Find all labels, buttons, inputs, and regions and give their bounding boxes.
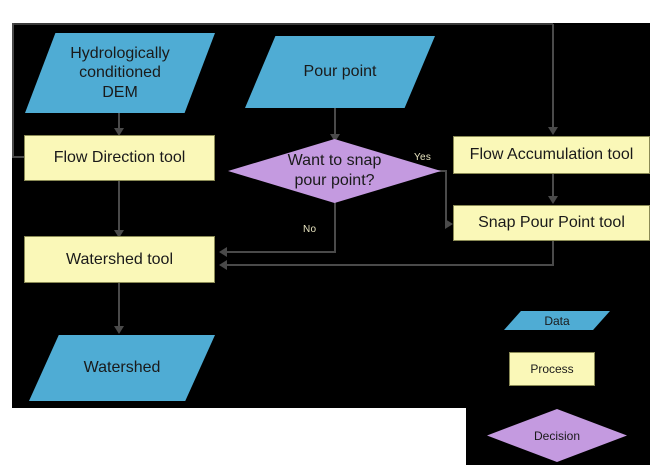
arrowhead-into-watershed-tool-snap xyxy=(219,260,227,270)
node-label: Flow Direction tool xyxy=(53,149,186,167)
connector-snappourpoint-to-watershedtool-vertical xyxy=(552,240,554,266)
connector-no-horizontal xyxy=(226,251,336,253)
legend-process-label: Process xyxy=(530,362,574,376)
legend-data-label: Data xyxy=(544,313,570,328)
node-label: Watershed xyxy=(83,359,161,377)
arrowhead-into-snap-pour-point xyxy=(445,219,453,229)
node-label: Watershed tool xyxy=(65,250,173,268)
connector-yes-vertical xyxy=(445,170,447,224)
connector-dem-to-flowdir-vertical xyxy=(12,23,14,157)
node-label: Want to snap pour point? xyxy=(287,152,382,189)
connector-dem-to-flowdirection xyxy=(118,113,120,133)
connector-top-rail-to-flowaccum-vertical xyxy=(552,24,554,129)
arrowhead-into-snap-pour-point-top xyxy=(548,196,558,204)
arrowhead-into-watershed-tool-top xyxy=(114,230,124,238)
node-flow-accumulation-tool[interactable]: Flow Accumulation tool xyxy=(453,136,650,174)
node-flow-direction-tool[interactable]: Flow Direction tool xyxy=(24,135,215,181)
arrowhead-into-flow-direction xyxy=(114,128,124,136)
arrowhead-into-decision xyxy=(330,134,340,142)
branch-label-yes: Yes xyxy=(414,152,432,163)
node-snap-pour-point-tool[interactable]: Snap Pour Point tool xyxy=(453,205,650,241)
node-label: Flow Accumulation tool xyxy=(469,146,634,164)
connector-pourpoint-to-decision xyxy=(334,108,336,138)
arrowhead-into-watershed-output xyxy=(114,326,124,334)
connector-dem-to-flowdir-horizontal xyxy=(12,156,32,158)
connector-watershedtool-to-watershed xyxy=(118,283,120,329)
connector-flowaccum-to-snappourpoint xyxy=(552,172,554,198)
node-label: Snap Pour Point tool xyxy=(478,214,625,232)
arrowhead-into-watershed-tool-no xyxy=(219,247,227,257)
legend-decision-label: Decision xyxy=(533,428,581,443)
legend-process-shape: Process xyxy=(509,352,595,386)
legend-data-shape: Data xyxy=(504,311,610,330)
node-watershed-output[interactable]: Watershed xyxy=(29,335,215,401)
arrowhead-into-flow-accumulation xyxy=(548,127,558,135)
node-pour-point[interactable]: Pour point xyxy=(245,36,435,108)
node-hydrologically-conditioned-dem[interactable]: Hydrologically conditioned DEM xyxy=(25,33,215,113)
node-watershed-tool[interactable]: Watershed tool xyxy=(24,236,215,283)
connector-no-vertical xyxy=(334,202,336,253)
top-border-rule xyxy=(12,23,553,25)
node-label: Pour point xyxy=(303,63,377,81)
branch-label-no: No xyxy=(303,224,317,235)
node-label: Hydrologically conditioned DEM xyxy=(70,44,170,101)
connector-snappourpoint-to-watershedtool-horizontal xyxy=(226,264,554,266)
connector-flowdirection-to-watershedtool xyxy=(118,181,120,233)
